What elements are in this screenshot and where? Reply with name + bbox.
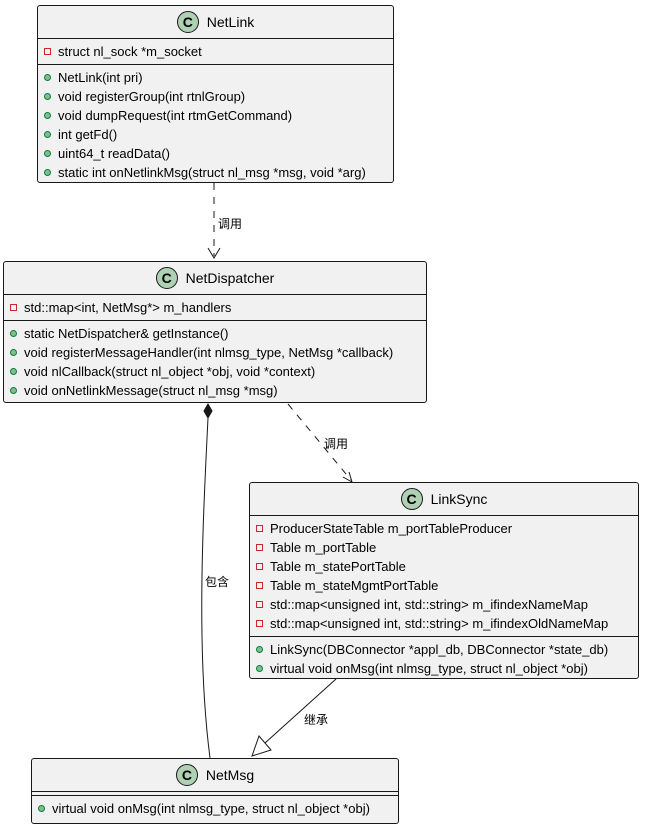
member-text: ProducerStateTable m_portTableProducer [270,521,513,536]
public-visibility-icon [44,150,51,157]
class-netdispatcher[interactable]: C NetDispatcher std::map<int, NetMsg*> m… [3,261,427,403]
member-text: void dumpRequest(int rtmGetCommand) [58,108,293,123]
member-text: std::map<unsigned int, std::string> m_if… [270,597,588,612]
field-row: Table m_portTable [250,538,638,557]
edge-label-netdispatcher-linksync: 调用 [324,437,349,451]
method-row: static NetDispatcher& getInstance() [4,324,426,343]
private-visibility-icon [256,525,263,532]
methods-section: virtual void onMsg(int nlmsg_type, struc… [32,795,398,821]
member-text: int getFd() [58,127,118,142]
method-row: void onNetlinkMessage(struct nl_msg *msg… [4,381,426,400]
public-visibility-icon [38,805,45,812]
fields-section: ProducerStateTable m_portTableProducer T… [250,516,638,636]
class-c-icon: C [400,488,423,510]
member-text: uint64_t readData() [58,146,171,161]
class-name: NetLink [206,14,255,30]
method-row: uint64_t readData() [38,144,393,163]
edge-netdispatcher-linksync [287,403,352,481]
fields-section: std::map<int, NetMsg*> m_handlers [4,295,426,320]
class-netlink[interactable]: C NetLink struct nl_sock *m_socket NetLi… [37,5,394,183]
methods-section: LinkSync(DBConnector *appl_db, DBConnect… [250,636,638,681]
public-visibility-icon [10,330,17,337]
method-row: LinkSync(DBConnector *appl_db, DBConnect… [250,640,638,659]
method-row: NetLink(int pri) [38,68,393,87]
field-row: std::map<unsigned int, std::string> m_if… [250,614,638,633]
method-row: virtual void onMsg(int nlmsg_type, struc… [32,799,398,818]
member-text: static NetDispatcher& getInstance() [24,326,229,341]
public-visibility-icon [10,349,17,356]
field-row: Table m_statePortTable [250,557,638,576]
public-visibility-icon [44,74,51,81]
class-linksync[interactable]: C LinkSync ProducerStateTable m_portTabl… [249,482,639,679]
method-row: void registerMessageHandler(int nlmsg_ty… [4,343,426,362]
member-text: void nlCallback(struct nl_object *obj, v… [24,364,316,379]
method-row: int getFd() [38,125,393,144]
edge-label-netlink-netdispatcher: 调用 [218,217,243,231]
edge-label-linksync-netmsg: 继承 [304,713,329,727]
member-text: NetLink(int pri) [58,70,143,85]
class-c-icon: C [155,267,178,289]
method-row: virtual void onMsg(int nlmsg_type, struc… [250,659,638,678]
member-text: LinkSync(DBConnector *appl_db, DBConnect… [270,642,609,657]
member-text: std::map<unsigned int, std::string> m_if… [270,616,609,631]
class-header: C LinkSync [250,483,638,516]
private-visibility-icon [256,620,263,627]
class-name: LinkSync [430,491,488,507]
class-netmsg[interactable]: C NetMsg virtual void onMsg(int nlmsg_ty… [31,758,399,824]
private-visibility-icon [44,48,51,55]
field-row: std::map<int, NetMsg*> m_handlers [4,298,426,317]
member-text: Table m_stateMgmtPortTable [270,578,439,593]
field-row: struct nl_sock *m_socket [38,42,393,61]
member-text: virtual void onMsg(int nlmsg_type, struc… [52,801,370,816]
class-header: C NetDispatcher [4,262,426,295]
field-row: Table m_stateMgmtPortTable [250,576,638,595]
member-text: std::map<int, NetMsg*> m_handlers [24,300,232,315]
public-visibility-icon [256,646,263,653]
member-text: Table m_portTable [270,540,377,555]
methods-section: NetLink(int pri) void registerGroup(int … [38,64,393,185]
edge-label-netdispatcher-netmsg: 包含 [205,575,230,589]
class-name: NetDispatcher [185,270,275,286]
field-row: std::map<unsigned int, std::string> m_if… [250,595,638,614]
class-c-icon: C [176,11,199,33]
private-visibility-icon [256,601,263,608]
private-visibility-icon [10,304,17,311]
public-visibility-icon [10,387,17,394]
fields-section: struct nl_sock *m_socket [38,39,393,64]
methods-section: static NetDispatcher& getInstance() void… [4,320,426,403]
method-row: static int onNetlinkMsg(struct nl_msg *m… [38,163,393,182]
public-visibility-icon [44,112,51,119]
public-visibility-icon [10,368,17,375]
member-text: static int onNetlinkMsg(struct nl_msg *m… [58,165,366,180]
edge-netdispatcher-netmsg [201,417,211,759]
composition-diamond [203,402,213,420]
edge-linksync-netmsg [264,678,337,744]
private-visibility-icon [256,544,263,551]
member-text: void registerMessageHandler(int nlmsg_ty… [24,345,394,360]
public-visibility-icon [44,131,51,138]
private-visibility-icon [256,563,263,570]
class-header: C NetMsg [32,759,398,792]
method-row: void nlCallback(struct nl_object *obj, v… [4,362,426,381]
class-header: C NetLink [38,6,393,39]
public-visibility-icon [44,93,51,100]
member-text: void registerGroup(int rtnlGroup) [58,89,246,104]
class-name: NetMsg [205,767,255,783]
public-visibility-icon [44,169,51,176]
member-text: struct nl_sock *m_socket [58,44,202,59]
class-c-icon: C [175,764,198,786]
member-text: virtual void onMsg(int nlmsg_type, struc… [270,661,588,676]
method-row: void registerGroup(int rtnlGroup) [38,87,393,106]
inheritance-triangle [251,735,272,757]
private-visibility-icon [256,582,263,589]
member-text: Table m_statePortTable [270,559,406,574]
arrowhead-linksync [342,471,353,484]
arrowhead-netdispatcher [207,247,221,259]
member-text: void onNetlinkMessage(struct nl_msg *msg… [24,383,278,398]
field-row: ProducerStateTable m_portTableProducer [250,519,638,538]
method-row: void dumpRequest(int rtmGetCommand) [38,106,393,125]
public-visibility-icon [256,665,263,672]
